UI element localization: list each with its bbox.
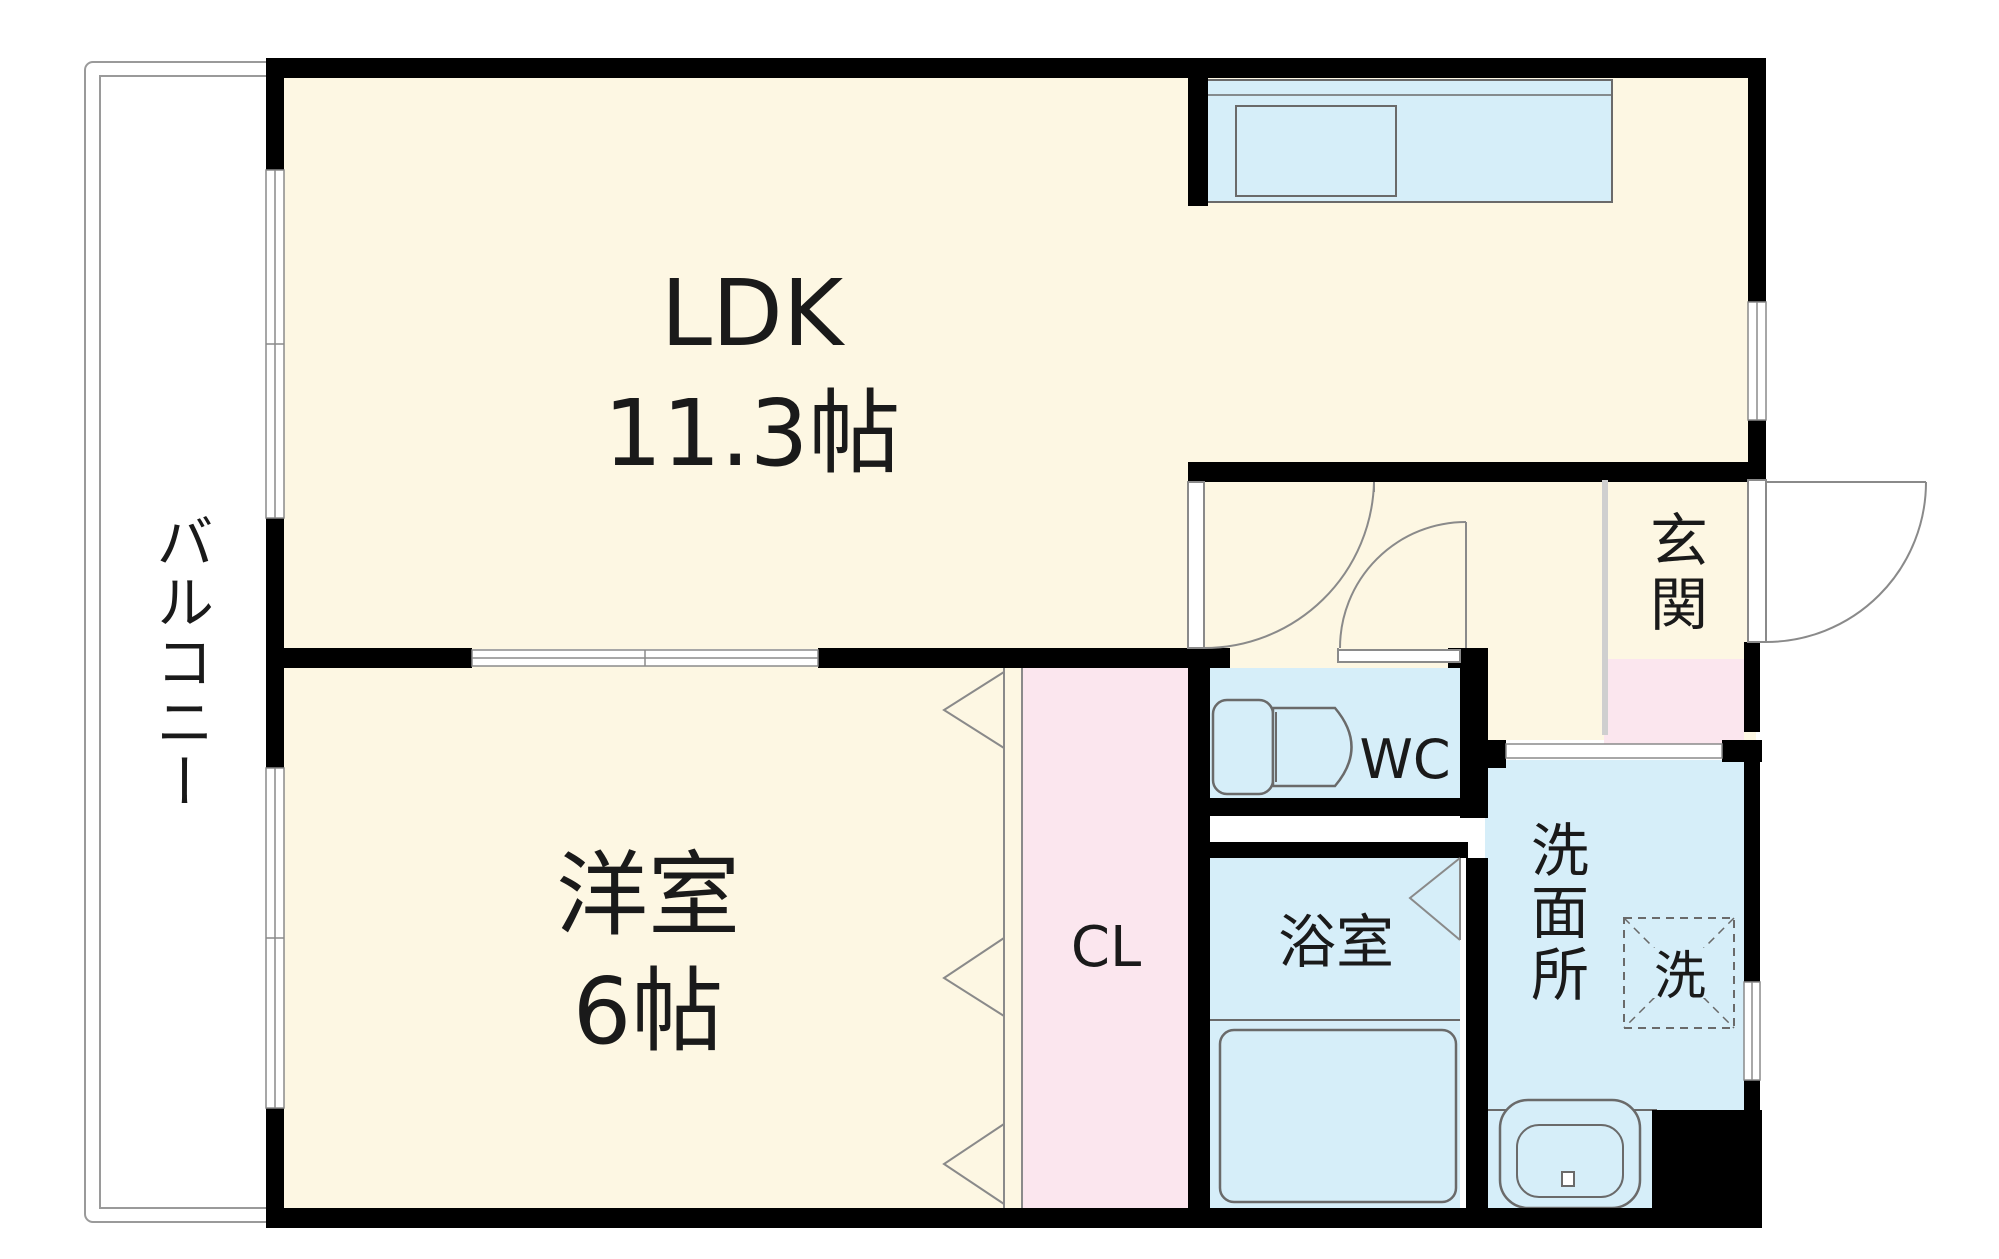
closet-doors (942, 668, 1023, 1208)
toilet-icon (1211, 698, 1353, 796)
window-right-washroom (1743, 981, 1761, 1081)
bath-label: 浴室 (1278, 908, 1394, 976)
balcony-label: バルコニー (146, 512, 214, 812)
washer-label: 洗 (1654, 947, 1706, 1007)
window-right-ldk (1747, 301, 1767, 421)
balcony (84, 61, 274, 1223)
window-left-upper (265, 169, 285, 519)
room-floors (282, 76, 1756, 1210)
window-left-lower (265, 767, 285, 1109)
walls (266, 58, 1766, 1228)
washer-space (1623, 917, 1735, 1029)
wc-door (1337, 521, 1467, 663)
washroom-door (1505, 743, 1723, 759)
western-size-label: 6帖 (573, 958, 724, 1065)
wc-label: WC (1359, 728, 1450, 791)
bath-door (1408, 857, 1461, 941)
ldk-label: LDK (661, 260, 846, 367)
washroom-label: 洗面所 (1521, 820, 1589, 1006)
bathtub (1210, 1019, 1460, 1204)
sliding-door-western (471, 649, 819, 667)
entrance-label: 玄関 (1640, 510, 1708, 638)
entrance-door (1747, 479, 1927, 643)
closet-label: CL (1071, 915, 1141, 980)
hall-door-ldk (1187, 481, 1375, 649)
ldk-size-label: 11.3帖 (604, 380, 901, 487)
western-label: 洋室 (556, 842, 740, 949)
kitchen-counter (1205, 79, 1613, 203)
wash-basin-icon (1485, 1098, 1657, 1211)
